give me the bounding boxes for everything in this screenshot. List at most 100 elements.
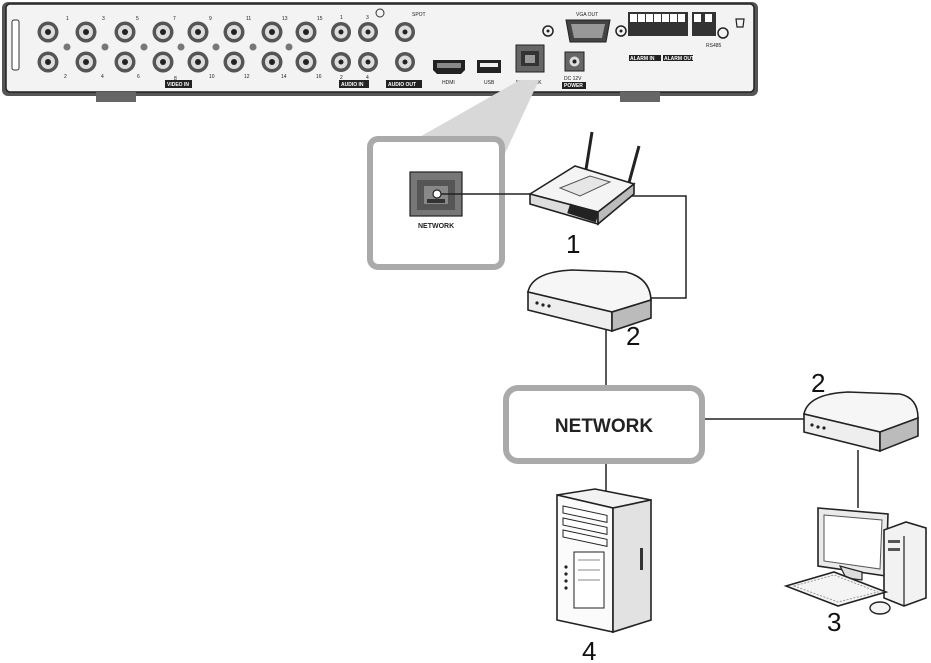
audio-in-label: AUDIO IN	[341, 82, 364, 88]
audio-port-number: 4	[366, 75, 369, 81]
vga-label: VGA OUT	[576, 12, 598, 18]
video-port-number: 9	[209, 16, 212, 22]
bnc-port-video-3	[75, 21, 97, 43]
video-port-number: 5	[136, 16, 139, 22]
callout-pc-number: 3	[827, 607, 841, 637]
bnc-port-video-4	[75, 51, 97, 73]
callout-router-number: 1	[566, 229, 580, 259]
video-in-label-box	[165, 80, 192, 88]
dvr-foot-right	[620, 92, 660, 102]
video-port-number: 14	[281, 74, 287, 80]
alarm-out-label-box	[663, 55, 693, 61]
video-port-number: 11	[246, 16, 251, 22]
screw-icon	[285, 43, 293, 51]
rca-port-audio-3	[358, 22, 378, 42]
screw-icon	[212, 43, 220, 51]
video-port-number: 2	[64, 74, 67, 80]
bnc-port-video-15	[295, 21, 317, 43]
rca-port-audio-2	[331, 52, 351, 72]
spot-audio-out-ports: SPOT AUDIO OUT	[375, 8, 426, 88]
mouse-icon	[869, 601, 891, 615]
screw-icon	[63, 43, 71, 51]
bnc-port-video-5	[114, 21, 136, 43]
alarm-out-label: ALARM OUT	[664, 56, 694, 62]
bnc-port-spot	[395, 22, 415, 42]
power-label-box	[562, 82, 586, 89]
hdmi-port: HDMI	[433, 60, 465, 86]
desktop-pc	[783, 507, 927, 615]
video-port-number: 10	[209, 74, 215, 80]
pc-tower-icon	[883, 521, 927, 607]
modem-left	[527, 269, 652, 333]
callout-server-number: 4	[582, 636, 596, 663]
screw-icon	[177, 43, 185, 51]
modem-right	[803, 391, 919, 453]
alarm-in-label-box	[629, 55, 661, 61]
callout-modem-right-number: 2	[811, 368, 825, 398]
bnc-port-video-6	[114, 51, 136, 73]
bnc-port-video-14	[261, 51, 283, 73]
audio-port-number: 1	[340, 15, 343, 21]
video-port-number: 3	[102, 16, 105, 22]
dvr-side-vent	[11, 19, 20, 71]
video-port-number: 12	[244, 74, 250, 80]
network-box-label: NETWORK	[555, 416, 653, 437]
server-tower	[556, 488, 652, 634]
rca-port-audio-4	[358, 52, 378, 72]
wireless-router	[528, 131, 641, 226]
video-port-number: 8	[174, 76, 177, 82]
bnc-port-video-12	[223, 51, 245, 73]
network-cloud-box: NETWORK	[503, 385, 705, 464]
screw-icon	[615, 25, 627, 37]
bnc-port-video-16	[295, 51, 317, 73]
ground-screw-icon	[717, 27, 729, 39]
bnc-port-video-11	[223, 21, 245, 43]
vga-port: VGA OUT	[542, 12, 627, 43]
power-label: POWER	[564, 83, 583, 89]
video-port-number: 1	[66, 16, 69, 22]
video-in-label: VIDEO IN	[167, 82, 189, 88]
alarm-in-label: ALARM IN	[630, 56, 655, 62]
ground-screw-icon	[375, 8, 385, 18]
video-port-number: 16	[316, 74, 322, 80]
audio-port-number: 3	[366, 15, 369, 21]
dc-power-port: DC 12V POWER	[562, 51, 586, 89]
rca-port-audio-out	[395, 52, 415, 72]
video-port-number: 7	[173, 16, 176, 22]
screw-icon	[140, 43, 148, 51]
audio-in-ports: 1 3 2 4 AUDIO IN	[331, 15, 378, 88]
bnc-port-video-7	[152, 21, 174, 43]
rs485-label: RS485	[706, 43, 722, 49]
video-port-number: 6	[137, 74, 140, 80]
audio-out-label: AUDIO OUT	[388, 82, 416, 88]
cable-router-to-modem	[630, 195, 687, 299]
screw-icon	[101, 43, 109, 51]
spot-label: SPOT	[412, 12, 426, 18]
screw-icon	[249, 43, 257, 51]
hdmi-label: HDMI	[442, 80, 455, 86]
recycle-bin-icon	[735, 18, 745, 28]
usb-label: USB	[484, 80, 495, 86]
bnc-port-video-9	[187, 21, 209, 43]
network-port: NETWORK	[515, 44, 545, 86]
audio-port-number: 2	[340, 75, 343, 81]
video-port-number: 15	[317, 16, 323, 22]
bnc-port-video-8	[152, 51, 174, 73]
keyboard-icon	[783, 571, 889, 607]
video-port-number: 4	[101, 74, 104, 80]
video-in-ports: 1 3 5 7 9 11 13 15 2 4 6 8 10 12 14 16 V…	[37, 16, 323, 88]
network-cables	[441, 193, 859, 508]
zoom-callout: NETWORK	[367, 80, 539, 270]
dvr-rear-panel: 1 3 5 7 9 11 13 15 2 4 6 8 10 12 14 16 V…	[2, 2, 758, 102]
alarm-terminals: ALARM IN ALARM OUT RS485	[628, 12, 745, 62]
callout-modem-left-number: 2	[626, 321, 640, 351]
audio-out-label-box	[386, 80, 422, 88]
bnc-port-video-13	[261, 21, 283, 43]
dvr-foot-left	[96, 92, 136, 102]
dc-label: DC 12V	[564, 76, 582, 82]
rca-port-audio-1	[331, 22, 351, 42]
video-port-number: 13	[282, 16, 288, 22]
bnc-port-video-1	[37, 21, 59, 43]
audio-in-label-box	[339, 80, 369, 88]
